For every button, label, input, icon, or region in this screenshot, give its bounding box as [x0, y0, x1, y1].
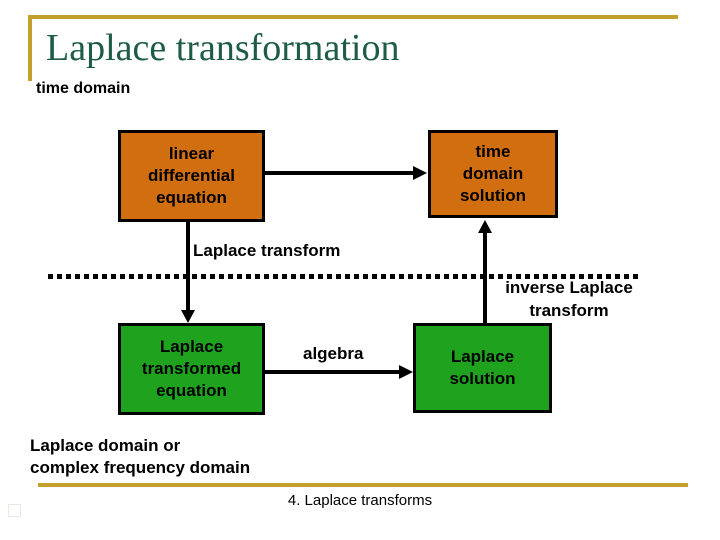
laplace-transform-label: Laplace transform — [193, 241, 341, 260]
top-gold-rule — [28, 15, 678, 19]
arrow-algebra-head-icon — [399, 365, 413, 379]
arrow-laplace-transform-head-icon — [181, 310, 195, 323]
time-domain-region-label: time domain — [36, 80, 131, 97]
page-title: Laplace transformation — [46, 27, 400, 69]
laplace-domain-region-label: Laplace domain or complex frequency doma… — [30, 436, 251, 478]
inverse-laplace-transform-label: inverse Laplace transform — [505, 278, 633, 320]
bottom-gold-rule — [38, 483, 688, 487]
domain-separator-dotted-line — [48, 274, 640, 279]
slide-footer: 4. Laplace transforms — [287, 492, 433, 509]
algebra-label: algebra — [303, 344, 364, 363]
box-time-domain-solution: time domain solution — [428, 130, 558, 218]
arrow-top-shaft — [265, 171, 415, 175]
title-left-gold-rule — [28, 15, 32, 81]
bottom-left-square-decoration-icon — [8, 504, 21, 517]
arrow-inverse-laplace-head-icon — [478, 220, 492, 233]
arrow-algebra-shaft — [265, 370, 400, 374]
arrow-top-head-icon — [413, 166, 427, 180]
arrow-laplace-transform-shaft — [186, 222, 190, 311]
box-linear-differential-equation: linear differential equation — [118, 130, 265, 222]
box-laplace-transformed-equation: Laplace transformed equation — [118, 323, 265, 415]
box-laplace-solution: Laplace solution — [413, 323, 552, 413]
